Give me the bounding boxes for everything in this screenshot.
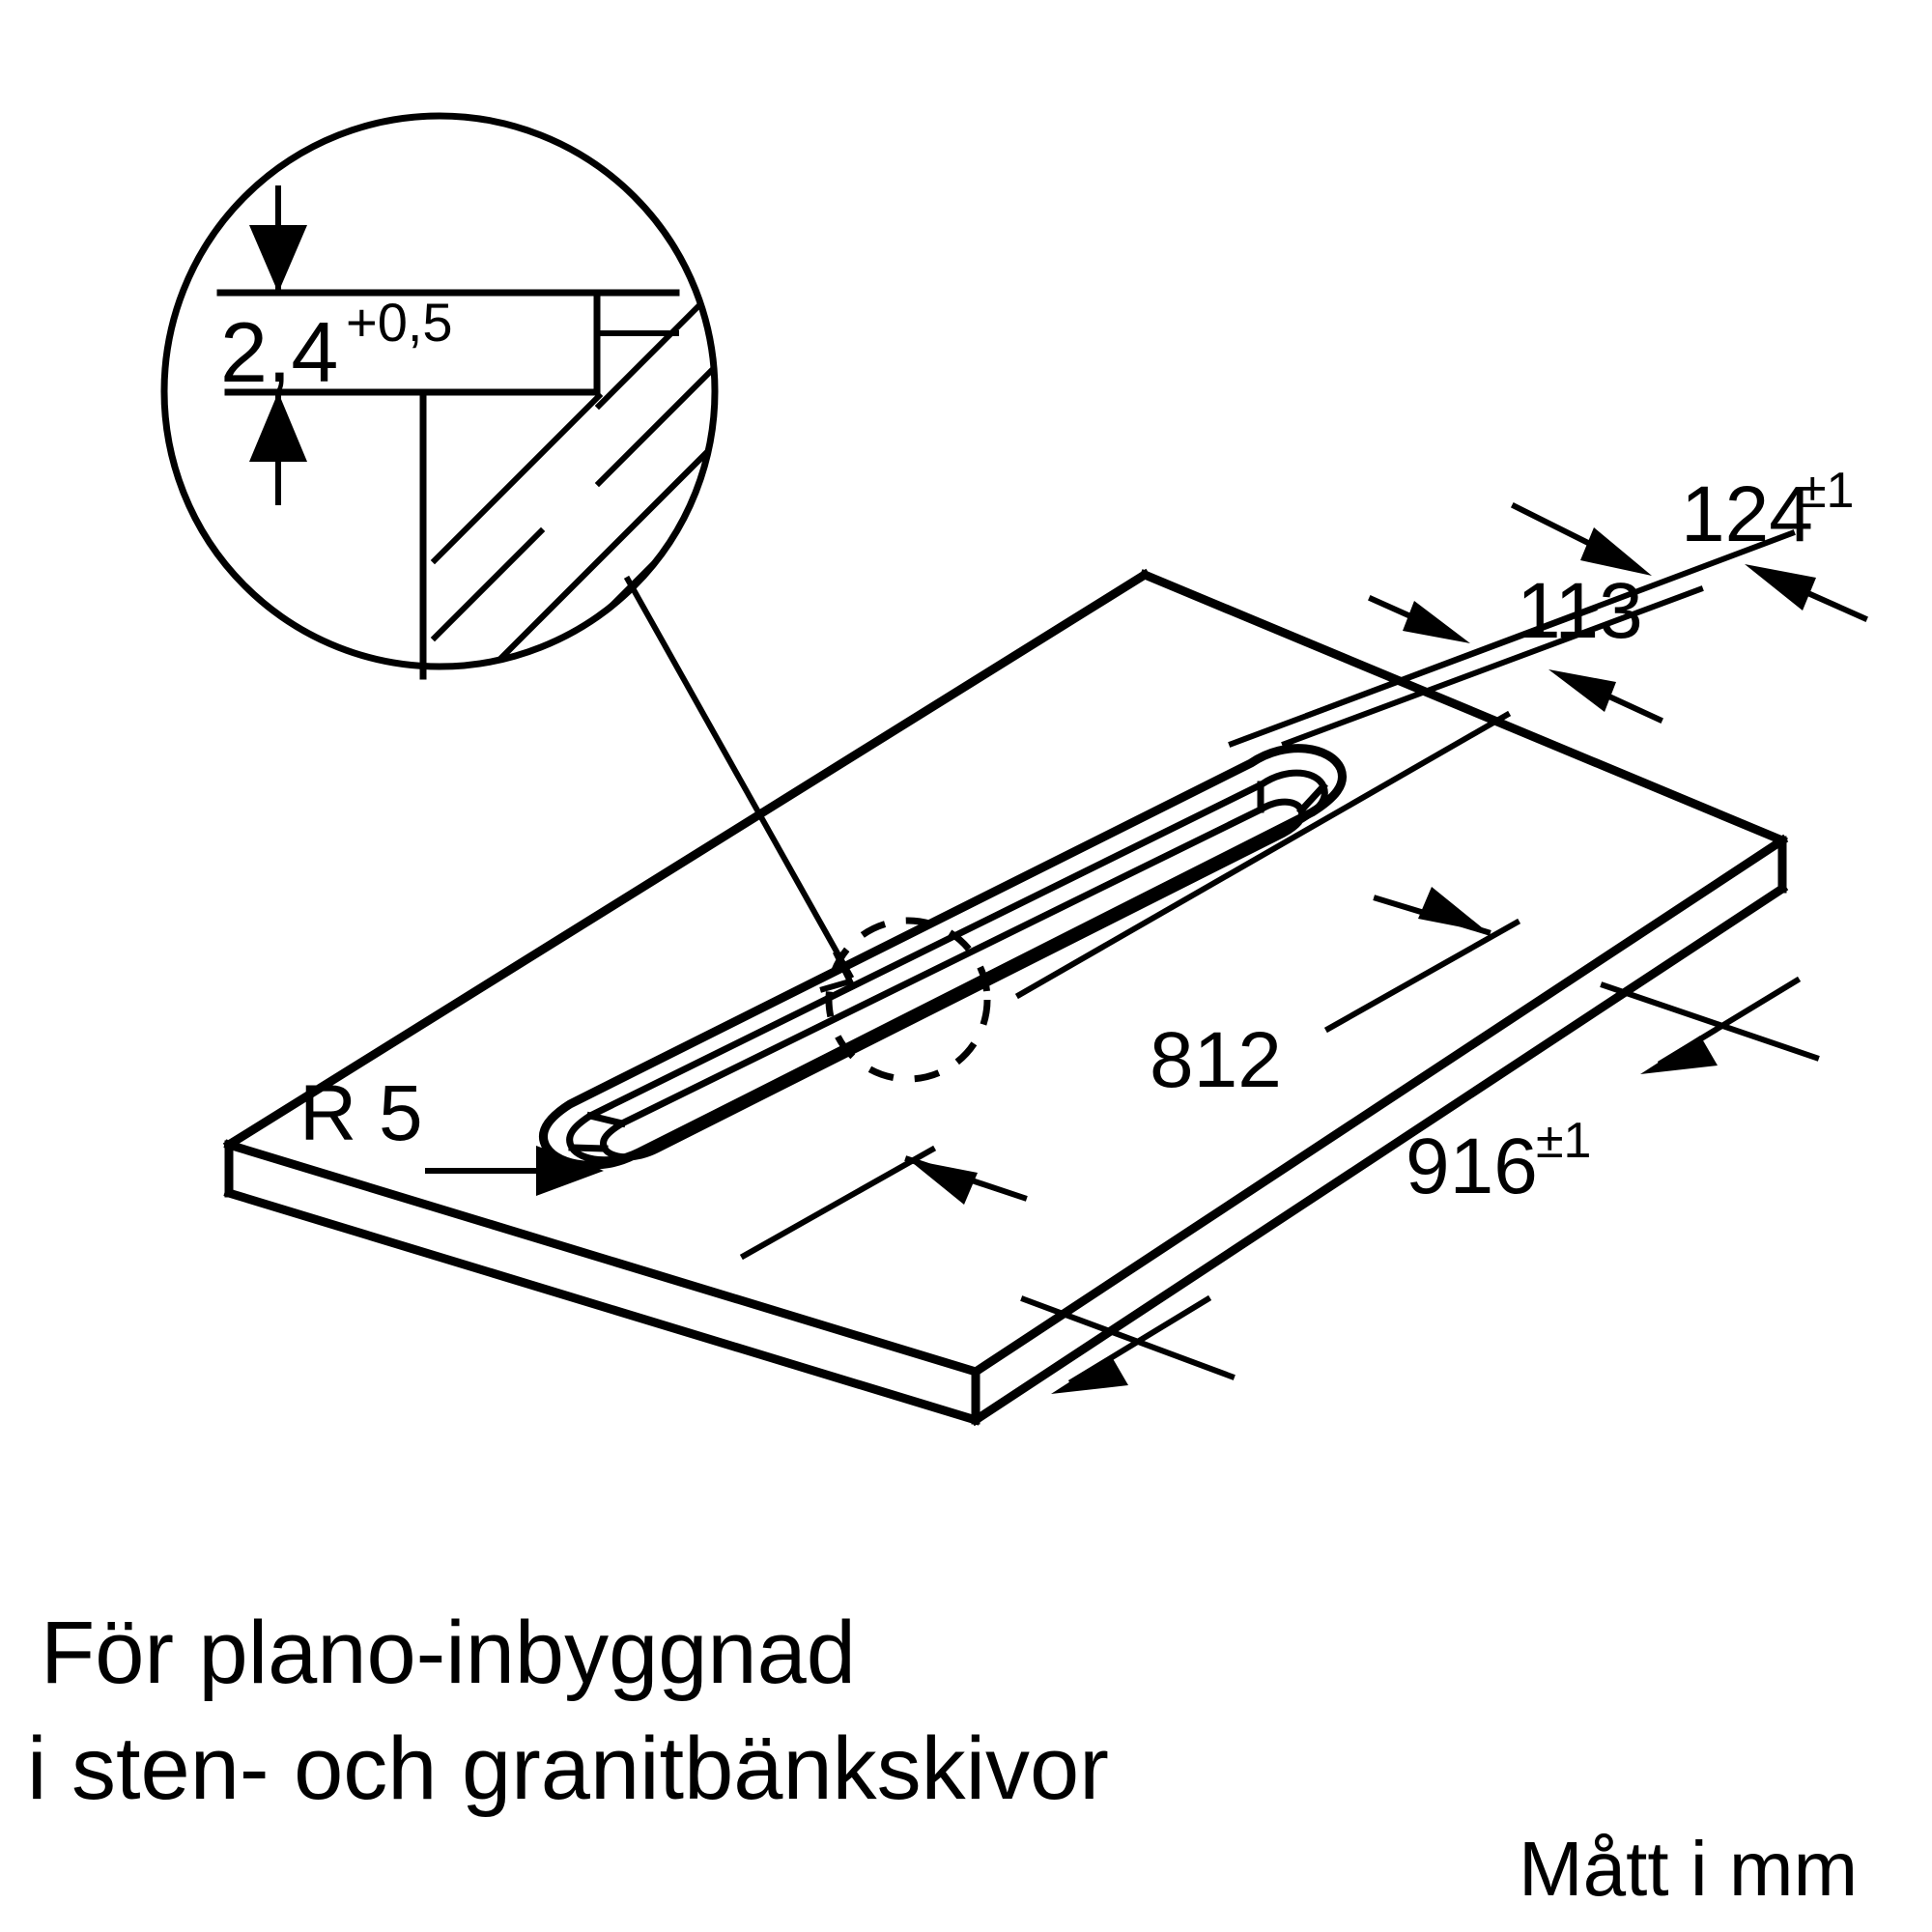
- dimension-916-tolerance: ±1: [1536, 1113, 1591, 1169]
- detail-dimension-arrows: [249, 185, 307, 505]
- detail-value-text: 2,4: [220, 304, 338, 400]
- dimension-radius-r5: R 5: [299, 1069, 604, 1196]
- caption-block: För plano-inbyggnad i sten- och granitbä…: [27, 1604, 1109, 1818]
- dimension-113-label: 113: [1517, 567, 1643, 655]
- units-note-block: Mått i mm: [1519, 1826, 1858, 1912]
- caption-line-1: För plano-inbyggnad: [41, 1604, 856, 1702]
- slab-left-edge: [223, 1140, 981, 1426]
- detail-leader-line: [623, 575, 855, 980]
- dimension-113: 113: [1014, 567, 1704, 1000]
- detail-circle: [160, 112, 719, 670]
- detail-profile-outline: [216, 289, 680, 680]
- cutout-inner-opening: [600, 798, 1306, 1161]
- dimension-916: 916 ±1: [1020, 976, 1820, 1394]
- detail-tolerance-text: +0,5: [346, 292, 453, 353]
- dimension-124-tolerance: ±1: [1799, 463, 1854, 519]
- radius-label: R 5: [299, 1069, 423, 1157]
- dimension-916-label: 916: [1406, 1122, 1538, 1210]
- cutout-inner-wall: [568, 781, 1328, 1152]
- detail-view-callout: 2,4 +0,5: [160, 112, 855, 993]
- slab-top-face: [222, 568, 1789, 1378]
- cutout-recess-lip: [566, 769, 1328, 1164]
- countertop-isometric-view: [222, 568, 1789, 1427]
- dimension-124-label: 124: [1681, 470, 1813, 558]
- dimension-124: 124 ±1: [1228, 463, 1868, 748]
- detail-hatching: [411, 266, 715, 667]
- dimension-812: 812: [739, 887, 1521, 1261]
- detail-zone-dashed-circle: [825, 917, 991, 1083]
- dimension-812-label: 812: [1150, 1016, 1282, 1104]
- caption-line-2: i sten- och granitbänkskivor: [27, 1719, 1109, 1818]
- units-note: Mått i mm: [1519, 1826, 1858, 1912]
